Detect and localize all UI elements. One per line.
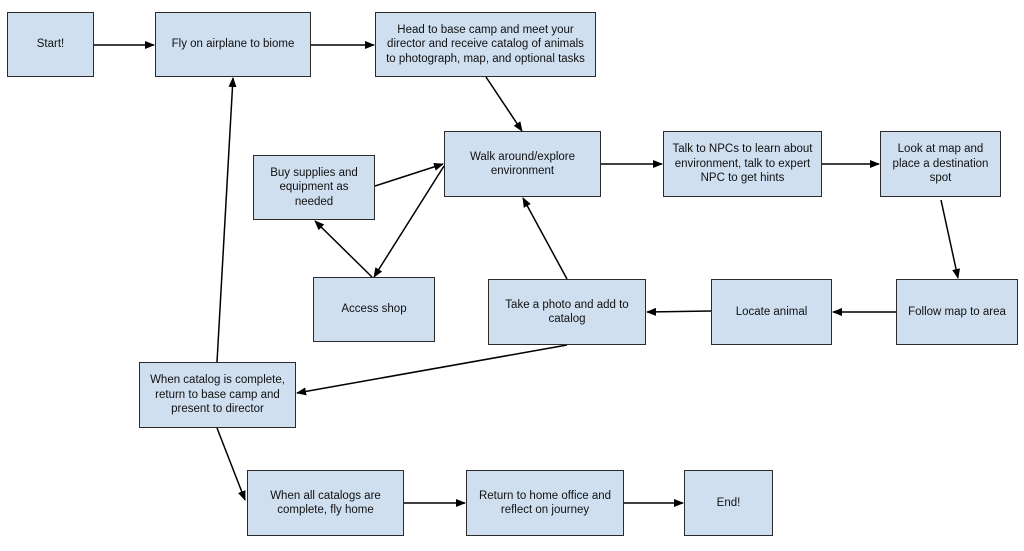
edge-look-to-follow (940, 199, 960, 279)
node-all-catalogs-complete: When all catalogs are complete, fly home (247, 470, 404, 536)
edge-photo-to-catalog (296, 344, 568, 396)
node-talk-npcs: Talk to NPCs to learn about environment,… (663, 131, 822, 197)
edge-buy-to-walk (374, 162, 444, 187)
node-catalog-complete: When catalog is complete, return to base… (139, 362, 296, 428)
node-take-photo: Take a photo and add to catalog (488, 279, 646, 345)
node-take-photo-label: Take a photo and add to catalog (505, 298, 629, 326)
node-locate-animal-label: Locate animal (735, 305, 808, 318)
node-base-camp: Head to base camp and meet your director… (375, 12, 596, 77)
edge-photo-to-walk (522, 197, 568, 280)
node-return-home-office: Return to home office and reflect on jou… (466, 470, 624, 536)
node-buy-supplies-label: Buy supplies and equipment as needed (270, 166, 358, 208)
edge-catalog-to-fly (216, 77, 237, 363)
node-catalog-complete-label: When catalog is complete, return to base… (150, 374, 285, 416)
edge-catalog-to-allcat (216, 427, 246, 501)
edge-walk-to-shop (373, 165, 445, 278)
edge-shop-to-buy (314, 220, 373, 278)
node-explore-label: Walk around/explore environment (469, 150, 576, 178)
edge-locate-to-photo (646, 307, 712, 316)
node-look-at-map: Look at map and place a destination spot (880, 131, 1001, 197)
node-look-at-map-label: Look at map and place a destination spot (892, 143, 989, 185)
node-all-catalogs-complete-label: When all catalogs are complete, fly home (270, 489, 381, 517)
node-access-shop: Access shop (313, 277, 435, 342)
node-return-home-office-label: Return to home office and reflect on jou… (478, 489, 612, 517)
node-start-label: Start! (36, 38, 65, 51)
node-access-shop-label: Access shop (341, 303, 407, 316)
node-follow-map-label: Follow map to area (908, 305, 1006, 318)
node-talk-npcs-label: Talk to NPCs to learn about environment,… (672, 143, 813, 185)
node-buy-supplies: Buy supplies and equipment as needed (253, 155, 375, 220)
node-base-camp-label: Head to base camp and meet your director… (386, 23, 585, 65)
node-locate-animal: Locate animal (711, 279, 832, 345)
edge-base-to-walk (485, 76, 523, 132)
node-end: End! (684, 470, 773, 536)
node-fly-to-biome: Fly on airplane to biome (155, 12, 311, 77)
node-start: Start! (7, 12, 94, 77)
node-fly-to-biome-label: Fly on airplane to biome (171, 38, 295, 51)
node-explore: Walk around/explore environment (444, 131, 601, 197)
node-follow-map: Follow map to area (896, 279, 1018, 345)
node-end-label: End! (716, 496, 741, 509)
